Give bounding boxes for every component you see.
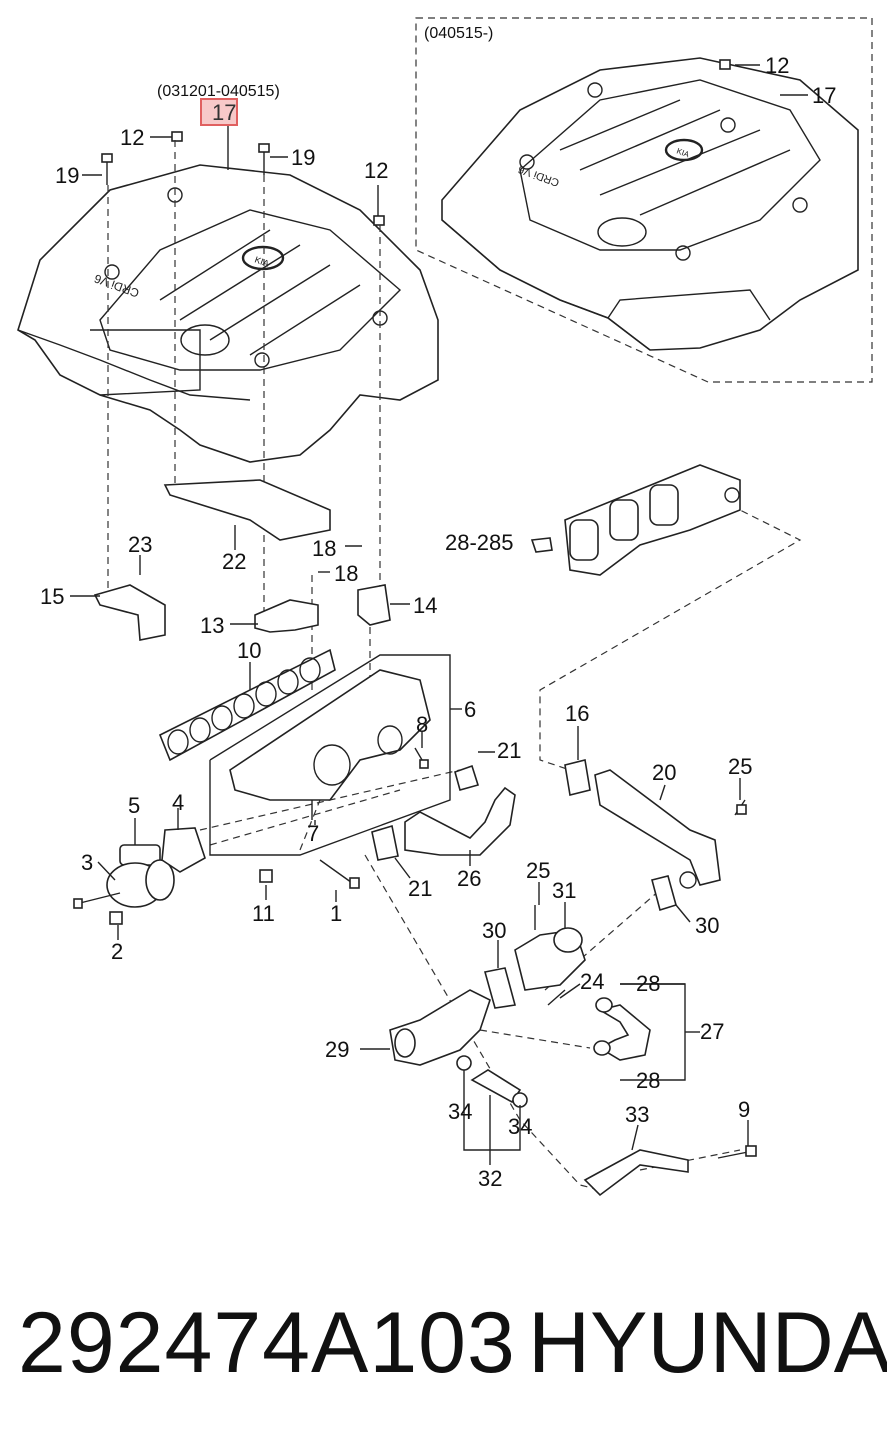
bracket-15 [93, 584, 166, 641]
callout-28-285[interactable]: 28-285 [445, 530, 514, 555]
callout-24[interactable]: 24 [580, 969, 605, 994]
leader-lines [70, 64, 808, 1165]
egr-pipe-20 [594, 769, 721, 889]
brand-name: HYUNDAI [528, 1295, 887, 1391]
callout-25[interactable]: 25 [526, 858, 551, 883]
gasket-30-left [483, 967, 517, 1009]
engine-cover-late [441, 57, 859, 351]
callout-30[interactable]: 30 [695, 913, 720, 938]
early-date-range-label: (031201-040515) [157, 83, 280, 100]
callout-32[interactable]: 32 [478, 1166, 503, 1191]
intake-gasket-10 [158, 648, 336, 762]
bracket-22 [163, 479, 331, 541]
callout-19[interactable]: 19 [55, 163, 80, 188]
callout-26[interactable]: 26 [457, 866, 482, 891]
callout-12[interactable]: 12 [364, 158, 389, 183]
callout-33[interactable]: 33 [625, 1102, 650, 1127]
callout-8[interactable]: 8 [416, 712, 429, 737]
callout-4[interactable]: 4 [172, 790, 185, 815]
callout-21[interactable]: 21 [497, 738, 522, 763]
egr-valve-31 [514, 927, 586, 991]
cover-bolts [101, 59, 731, 226]
callout-5[interactable]: 5 [128, 793, 141, 818]
callout-17[interactable]: 17 [812, 83, 837, 108]
bracket-13 [254, 599, 319, 633]
variant-frame [415, 17, 873, 383]
callout-10[interactable]: 10 [237, 638, 262, 663]
gasket-4 [161, 827, 206, 873]
callout-22[interactable]: 22 [222, 549, 247, 574]
callout-28[interactable]: 28 [636, 1068, 661, 1093]
assembly-lines [107, 140, 802, 1191]
gasket-21-lower [371, 824, 399, 861]
throttle-body-5 [106, 844, 175, 908]
callout-3[interactable]: 3 [81, 850, 94, 875]
callout-18[interactable]: 18 [334, 561, 359, 586]
callout-29[interactable]: 29 [325, 1037, 350, 1062]
manifold-box [209, 654, 451, 856]
callout-7[interactable]: 7 [307, 821, 320, 846]
callout-12[interactable]: 12 [120, 125, 145, 150]
callout-12[interactable]: 12 [765, 53, 790, 78]
cover-emblem-early: KIA [253, 254, 270, 268]
hose-32 [470, 1069, 522, 1104]
exhaust-manifold [530, 464, 741, 576]
callout-15[interactable]: 15 [40, 584, 65, 609]
gasket-21-upper [454, 764, 480, 791]
engine-cover-early [17, 164, 439, 463]
late-date-range-label: (040515-) [424, 25, 494, 42]
callout-27[interactable]: 27 [700, 1019, 725, 1044]
bracket-14 [357, 584, 391, 626]
callout-2[interactable]: 2 [111, 939, 124, 964]
callout-14[interactable]: 14 [413, 593, 438, 618]
callout-16[interactable]: 16 [565, 701, 590, 726]
cover-emblem-late: KIA [675, 146, 691, 159]
callout-13[interactable]: 13 [200, 613, 225, 638]
callout-9[interactable]: 9 [738, 1097, 751, 1122]
callout-34[interactable]: 34 [508, 1114, 533, 1139]
callout-25[interactable]: 25 [728, 754, 753, 779]
callout-34[interactable]: 34 [448, 1099, 473, 1124]
part-number: 292474A103 [18, 1295, 516, 1391]
gasket-30-right [651, 875, 677, 912]
pipe-33 [583, 1149, 689, 1197]
callout-11[interactable]: 11 [252, 901, 275, 926]
callout-19[interactable]: 19 [291, 145, 316, 170]
egr-pipe-26 [404, 786, 516, 856]
callout-6[interactable]: 6 [464, 697, 477, 722]
callout-31[interactable]: 31 [552, 878, 577, 903]
callout-28[interactable]: 28 [636, 971, 661, 996]
highlighted-callout-box [200, 98, 238, 126]
gasket-16 [564, 759, 591, 796]
callout-20[interactable]: 20 [652, 760, 677, 785]
hose-27 [597, 1004, 651, 1061]
callout-23[interactable]: 23 [128, 532, 153, 557]
callout-1[interactable]: 1 [330, 901, 343, 926]
callout-18[interactable]: 18 [312, 536, 337, 561]
intake-manifold-6 [229, 669, 431, 801]
callout-21[interactable]: 21 [408, 876, 433, 901]
cooler-pipe-29 [389, 989, 491, 1066]
callout-30[interactable]: 30 [482, 918, 507, 943]
callout-17-highlighted[interactable]: 17 [212, 100, 237, 125]
